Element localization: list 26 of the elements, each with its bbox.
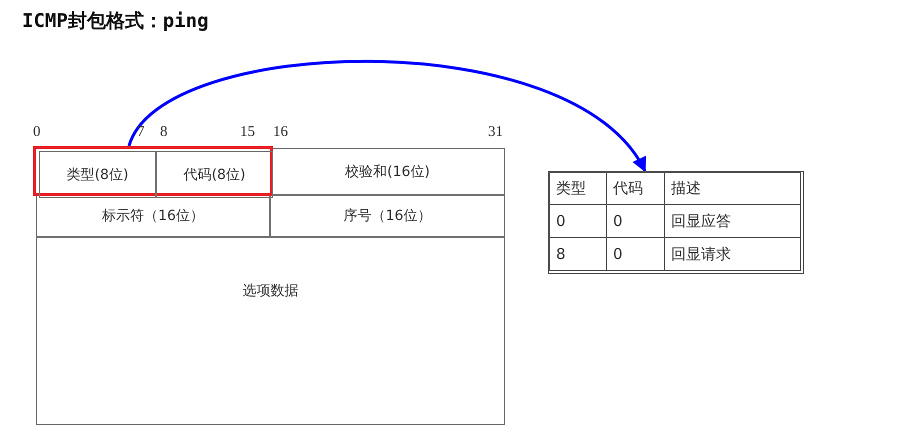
column-header: 描述 (664, 172, 801, 205)
field-cell (39, 151, 156, 198)
title: ICMP封包格式：ping (22, 9, 209, 34)
bit-number: 16 (273, 124, 288, 141)
field-cell (36, 237, 505, 425)
bit-number: 8 (160, 124, 168, 141)
message-type-table (549, 172, 803, 273)
bit-number: 0 (33, 124, 40, 141)
highlight-box (33, 146, 273, 196)
field-cell (270, 148, 505, 195)
field-label: 类型(8位) (66, 166, 128, 184)
table-cell: 8 (549, 237, 607, 271)
arrow (128, 60, 646, 172)
field-cell (156, 151, 273, 198)
field-label: 序号（16位） (344, 207, 432, 225)
field-cell (36, 195, 270, 237)
field-label: 代码(8位) (184, 166, 246, 184)
field-label: 选项数据 (242, 282, 298, 300)
bit-number: 7 (137, 124, 144, 141)
field-label: 标示符（16位） (102, 207, 204, 225)
bit-number: 31 (488, 124, 503, 141)
field-cell (270, 195, 505, 237)
field-label: 校验和(16位) (345, 162, 430, 180)
table-cell: 回显请求 (664, 237, 801, 271)
bit-number: 15 (240, 124, 255, 141)
column-header: 类型 (549, 172, 607, 205)
